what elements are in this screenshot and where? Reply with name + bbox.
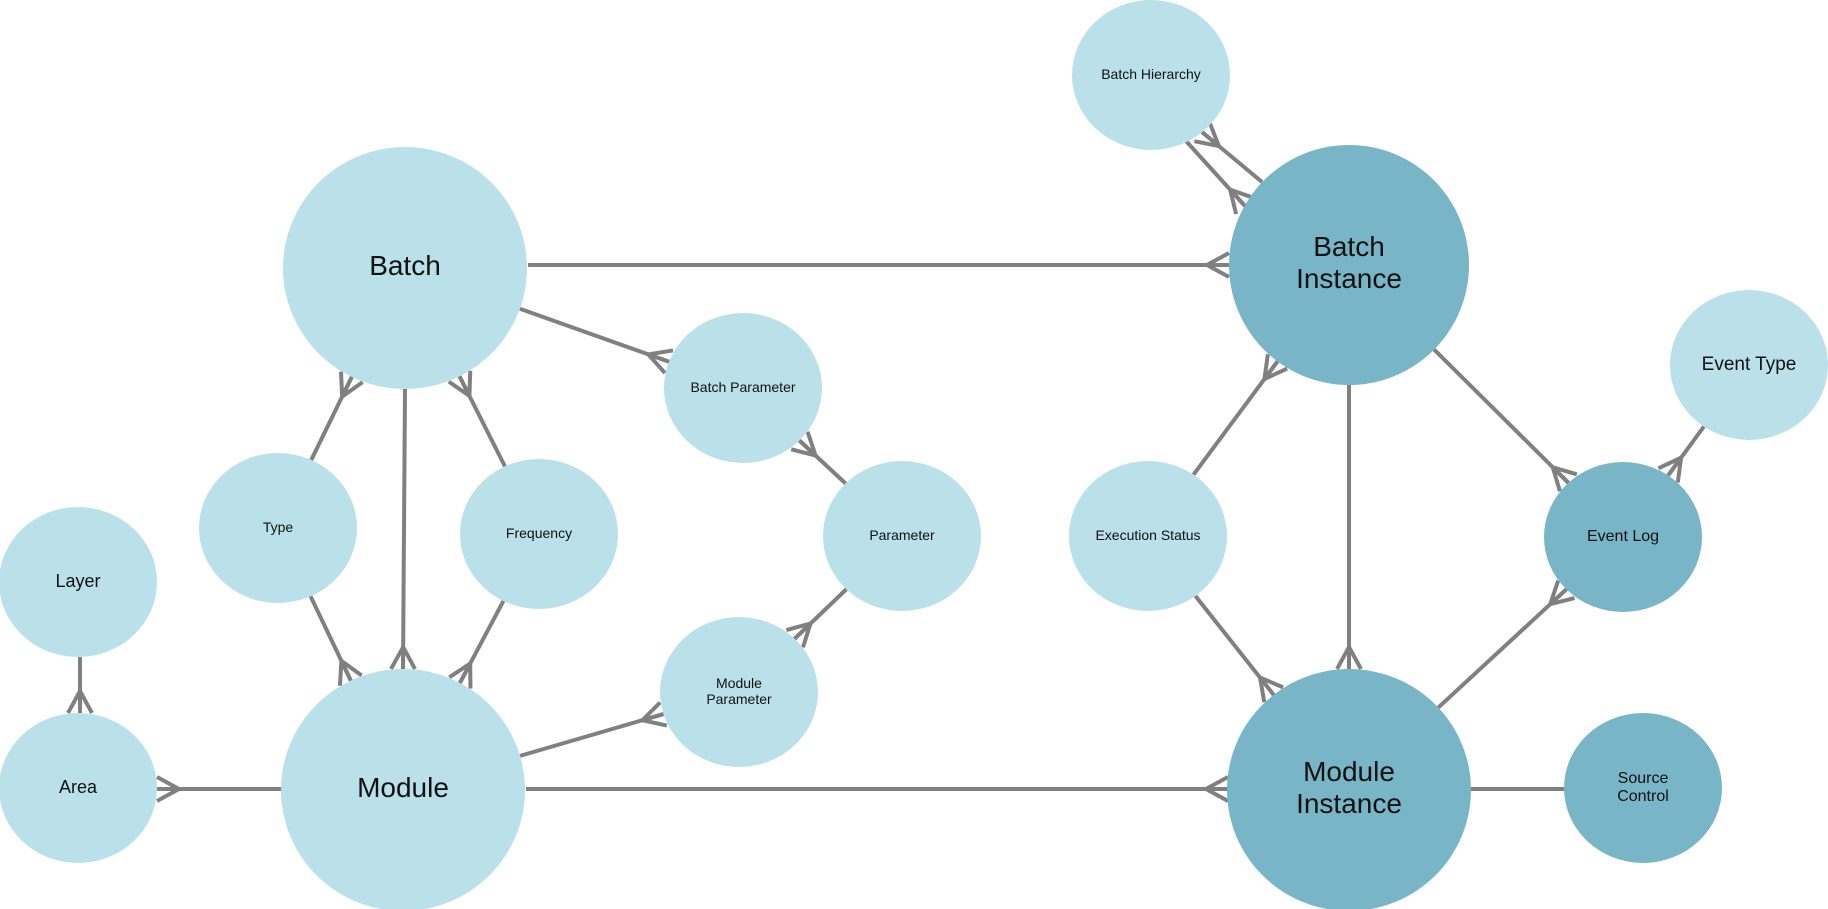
relationship-type-to-batch xyxy=(309,371,364,461)
entity-event-type[interactable]: Event Type xyxy=(1670,290,1828,440)
relationship-layer-to-area xyxy=(66,657,94,714)
entity-circle xyxy=(460,459,618,609)
relationship-line xyxy=(519,306,670,364)
entity-batch-parameter[interactable]: Batch Parameter xyxy=(664,313,822,463)
relationship-frequency-to-module xyxy=(448,600,506,689)
entity-event-log[interactable]: Event Log xyxy=(1544,462,1702,612)
relationship-type-to-module xyxy=(308,595,363,686)
relationship-module-to-module-parameter xyxy=(519,701,668,758)
entity-type[interactable]: Type xyxy=(199,453,357,603)
entity-batch-hierarchy[interactable]: Batch Hierarchy xyxy=(1072,0,1230,150)
crows-foot-marker xyxy=(1227,186,1255,215)
crows-foot-marker xyxy=(790,431,819,459)
relationship-line xyxy=(401,388,407,670)
relationship-batch-instance-to-batch-hierarchy xyxy=(1193,122,1264,184)
relationship-line xyxy=(1432,348,1570,485)
relationship-module-to-area xyxy=(156,775,283,803)
relationship-module-to-module-instance xyxy=(526,775,1229,803)
entity-label: Area xyxy=(59,777,98,797)
entity-label: Batch Hierarchy xyxy=(1101,66,1201,82)
crows-foot-marker xyxy=(638,701,668,728)
crows-foot-marker xyxy=(1202,251,1230,279)
crows-foot-marker xyxy=(1201,775,1229,803)
crows-foot-marker xyxy=(785,620,814,649)
relationship-batch-instance-to-event-log xyxy=(1432,348,1578,492)
entity-module[interactable]: Module xyxy=(281,669,525,909)
crows-foot-marker xyxy=(339,371,364,401)
relationship-parameter-to-batch-parameter xyxy=(790,431,847,485)
crows-foot-marker xyxy=(1261,353,1288,383)
crows-foot-marker xyxy=(156,775,184,803)
entity-frequency[interactable]: Frequency xyxy=(460,459,618,609)
relationship-parameter-to-module-parameter xyxy=(785,587,848,649)
relationship-batch-to-batch-parameter xyxy=(519,306,674,375)
entity-label: Layer xyxy=(55,571,100,591)
entity-parameter[interactable]: Parameter xyxy=(823,461,981,611)
relationship-batch-instance-to-module-instance xyxy=(1335,385,1363,670)
relationship-module-instance-to-event-log xyxy=(1436,579,1575,710)
entity-circle xyxy=(664,313,822,463)
entity-circle xyxy=(199,453,357,603)
entity-label: Event Type xyxy=(1702,354,1797,375)
entity-circle xyxy=(1229,145,1469,385)
entity-circle xyxy=(823,461,981,611)
crows-foot-marker xyxy=(1547,579,1575,608)
entity-execution-status[interactable]: Execution Status xyxy=(1069,461,1227,611)
entity-circle xyxy=(1072,0,1230,150)
entity-label: Event Log xyxy=(1587,528,1659,545)
crows-foot-marker xyxy=(644,348,674,375)
entity-label: Parameter xyxy=(869,527,935,543)
entity-circle xyxy=(281,669,525,909)
relationship-batch-hierarchy-to-batch-instance xyxy=(1184,139,1255,215)
crows-foot-marker xyxy=(1657,454,1684,483)
entity-circle xyxy=(0,713,157,863)
crows-foot-marker xyxy=(66,686,94,714)
crows-foot-marker xyxy=(448,659,473,689)
relationship-batch-to-module xyxy=(389,388,417,671)
entity-circle xyxy=(283,147,527,389)
relationship-line xyxy=(1436,587,1568,710)
entity-label: Execution Status xyxy=(1095,527,1200,543)
edges-layer xyxy=(66,122,1706,803)
entity-batch[interactable]: Batch xyxy=(283,147,527,389)
crows-foot-marker xyxy=(337,657,363,686)
crows-foot-marker xyxy=(1257,674,1284,703)
relationship-event-type-to-event-log xyxy=(1657,425,1706,483)
entity-label: Batch Parameter xyxy=(690,379,795,395)
relationship-execution-status-to-batch-instance xyxy=(1191,353,1288,476)
relationship-batch-to-batch-instance xyxy=(528,251,1230,279)
relationship-execution-status-to-module-instance xyxy=(1193,594,1284,703)
crows-foot-marker xyxy=(1335,642,1363,670)
crows-foot-marker xyxy=(1193,122,1223,149)
entity-circle xyxy=(1564,713,1722,863)
entity-label: Frequency xyxy=(506,525,572,541)
entity-label: Type xyxy=(263,519,294,535)
relationship-frequency-to-batch xyxy=(447,370,507,468)
entity-label: Module xyxy=(357,772,449,803)
entity-circle xyxy=(660,617,818,767)
entity-circle xyxy=(1069,461,1227,611)
crows-foot-marker xyxy=(1549,464,1578,492)
entity-area[interactable]: Area xyxy=(0,713,157,863)
entity-circle xyxy=(1670,290,1828,440)
entity-label: Batch xyxy=(369,250,441,281)
entity-layer[interactable]: Layer xyxy=(0,507,157,657)
crows-foot-marker xyxy=(447,370,473,400)
entity-circle xyxy=(1544,462,1702,612)
entity-circle xyxy=(1227,669,1471,909)
crows-foot-marker xyxy=(389,642,417,671)
entity-circle xyxy=(0,507,157,657)
